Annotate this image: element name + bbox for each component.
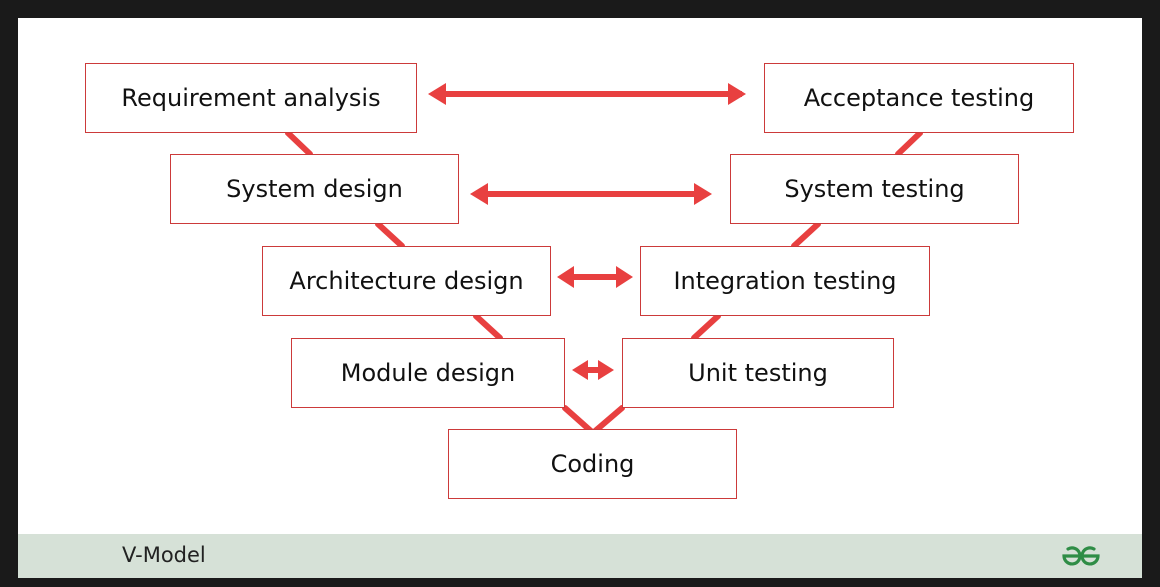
phase-acceptance-testing: Acceptance testing [764,63,1074,133]
diagram-title: V-Model [122,543,206,567]
phase-integration-testing: Integration testing [640,246,930,316]
double-arrow-icon [470,183,712,205]
v-line-right-1 [895,130,923,157]
phase-system-design: System design [170,154,459,224]
v-line-left-1 [285,130,313,157]
v-line-left-3 [473,313,503,341]
v-line-right-3 [691,313,721,341]
v-connector-lines [285,83,923,435]
double-arrow-icon [428,83,746,105]
phase-requirement-analysis: Requirement analysis [85,63,417,133]
phase-architecture-design: Architecture design [262,246,551,316]
phase-coding: Coding [448,429,737,499]
v-line-left-4 [562,405,595,435]
v-line-left-2 [375,221,405,249]
v-line-right-2 [791,221,821,249]
double-arrow-icon [557,266,633,288]
v-model-slide: Requirement analysis System design Archi… [18,18,1142,578]
double-arrow-icon [572,360,614,380]
phase-unit-testing: Unit testing [622,338,894,408]
footer-bar: V-Model [18,534,1142,578]
v-line-right-4 [591,405,625,435]
phase-system-testing: System testing [730,154,1019,224]
geeksforgeeks-logo-icon [1062,546,1100,566]
phase-module-design: Module design [291,338,565,408]
